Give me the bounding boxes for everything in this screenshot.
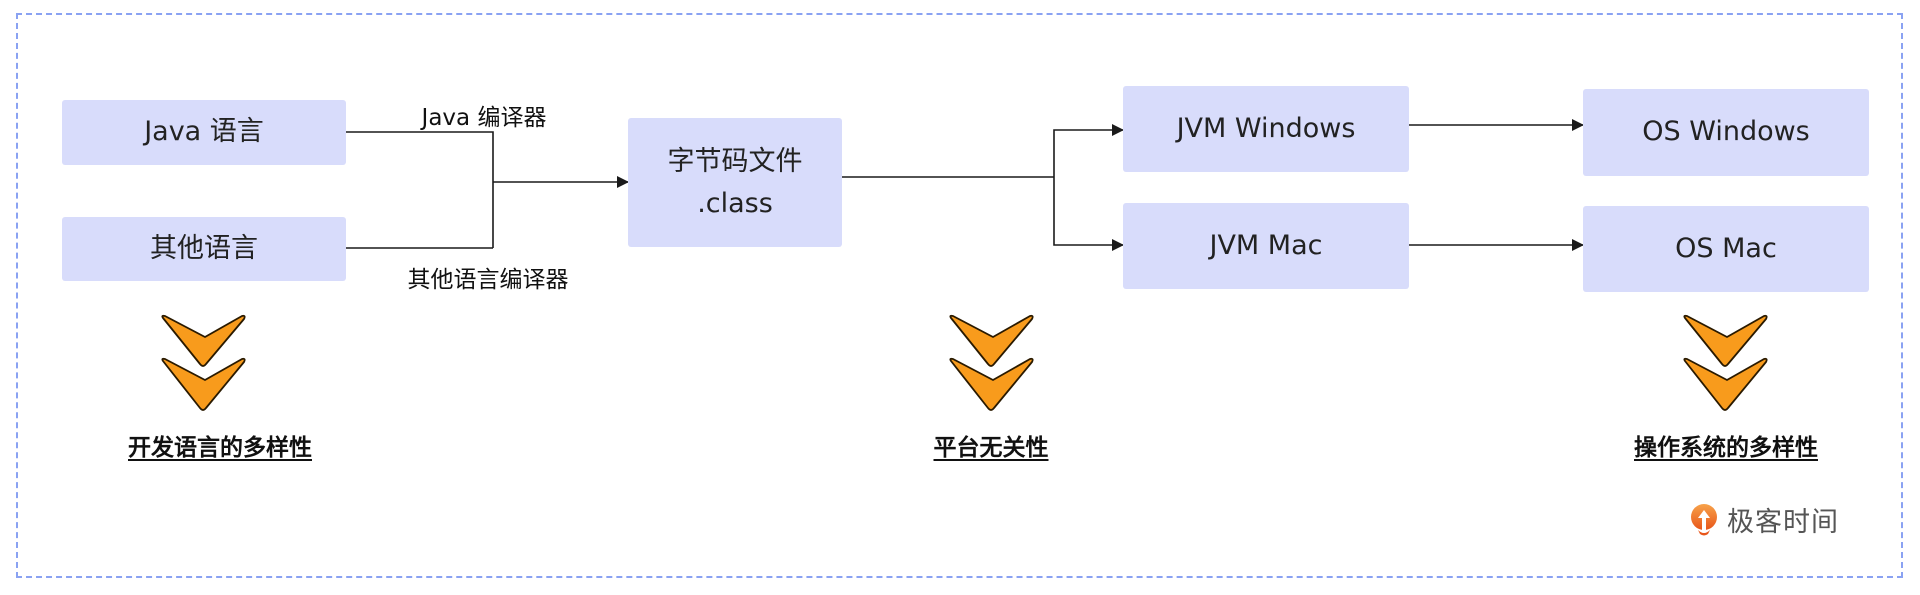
- caption-platform-independence: 平台无关性: [933, 435, 1049, 461]
- node-other-languages-label: 其他语言: [150, 232, 258, 264]
- node-bytecode-file-ext: .class: [697, 187, 773, 219]
- node-jvm-mac: JVM Mac: [1123, 203, 1409, 289]
- node-bytecode-file-title: 字节码文件: [667, 145, 803, 177]
- node-java-language: Java 语言: [62, 100, 346, 165]
- geektime-logo-icon: [1691, 503, 1717, 535]
- node-jvm-mac-label: JVM Mac: [1209, 229, 1323, 261]
- node-os-windows-label: OS Windows: [1642, 116, 1810, 148]
- node-other-languages: 其他语言: [62, 217, 346, 281]
- edge-label-java-compiler: Java 编译器: [421, 105, 547, 131]
- node-os-windows: OS Windows: [1583, 89, 1869, 176]
- node-jvm-windows: JVM Windows: [1123, 86, 1409, 172]
- node-bytecode-file: 字节码文件 .class: [628, 118, 842, 247]
- node-os-mac: OS Mac: [1583, 206, 1869, 292]
- node-jvm-windows-label: JVM Windows: [1176, 112, 1356, 144]
- edge-branch-to-jvm-mac: [1053, 177, 1124, 251]
- edge-label-other-compiler: 其他语言编译器: [407, 267, 569, 293]
- edge-java-to-merge: [346, 131, 494, 248]
- brand-name: 极客时间: [1727, 507, 1839, 538]
- node-os-mac-label: OS Mac: [1675, 232, 1777, 264]
- double-chevron-down-icon: [1683, 314, 1768, 411]
- brand-logo: 极客时间: [1689, 500, 1839, 539]
- double-chevron-down-icon: [161, 314, 246, 411]
- double-chevron-down-icon: [949, 314, 1034, 411]
- caption-os-diversity: 操作系统的多样性: [1634, 435, 1818, 461]
- node-java-language-label: Java 语言: [144, 116, 264, 148]
- edge-branch-to-jvm-windows: [1053, 124, 1124, 177]
- caption-language-diversity: 开发语言的多样性: [128, 435, 312, 461]
- diagram-frame: [16, 13, 1903, 578]
